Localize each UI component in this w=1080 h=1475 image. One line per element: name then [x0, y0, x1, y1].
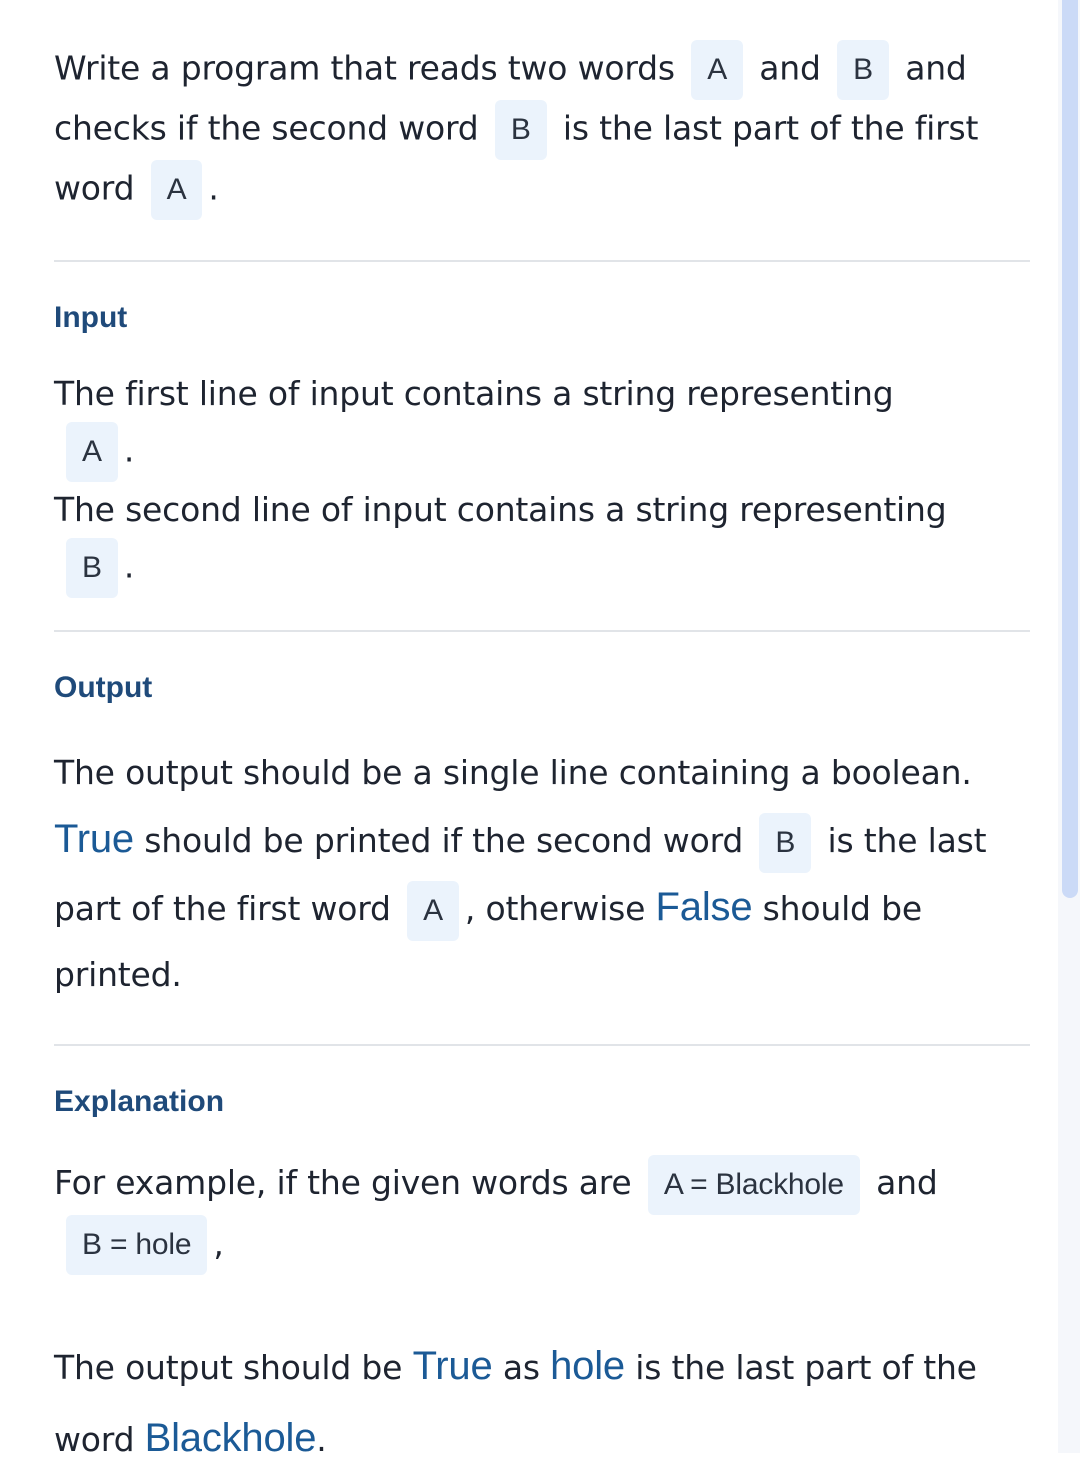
result-text-1: The output should be	[54, 1348, 413, 1387]
result-true: True	[412, 1344, 493, 1388]
output-text-2: should be printed if the second word	[133, 821, 754, 860]
output-paragraph: The output should be a single line conta…	[54, 740, 1030, 1008]
code-b-example: B = hole	[66, 1215, 208, 1275]
scrollbar-track[interactable]	[1058, 0, 1080, 1453]
code-a: A	[691, 40, 743, 100]
input-line-1-end: .	[123, 430, 135, 470]
output-text-1: The output should be a single line conta…	[54, 753, 972, 792]
intro-text-3: and checks if the second word	[54, 48, 967, 148]
intro-text-2: and	[749, 48, 832, 88]
output-text-4: , otherwise	[464, 889, 656, 928]
explanation-result: The output should be True as hole is the…	[54, 1331, 1030, 1475]
input-line-1-text: The first line of input contains a strin…	[54, 374, 894, 413]
input-heading: Input	[54, 301, 128, 334]
explanation-heading: Explanation	[54, 1085, 225, 1118]
output-text-5: should be printed.	[54, 889, 922, 994]
result-blackhole: Blackhole	[144, 1416, 317, 1460]
code-a: A	[66, 422, 118, 482]
result-text-2: as	[492, 1348, 551, 1387]
code-b: B	[837, 40, 889, 100]
code-a-example: A = Blackhole	[647, 1154, 860, 1215]
result-text-4: .	[316, 1420, 327, 1459]
section-divider	[54, 260, 1030, 262]
explanation-text-2: and	[865, 1163, 938, 1202]
input-line-1: The first line of input contains a strin…	[54, 366, 1030, 482]
section-divider	[54, 630, 1030, 632]
code-b: B	[759, 812, 812, 873]
section-divider	[54, 1044, 1030, 1046]
output-text-3: is the last part of the first word	[54, 821, 987, 928]
explanation-example: For example, if the given words are A = …	[54, 1154, 1030, 1275]
input-line-2: The second line of input contains a stri…	[54, 482, 1030, 598]
input-line-2-end: .	[123, 546, 135, 586]
code-b: B	[66, 538, 118, 598]
problem-statement: Write a program that reads two words A a…	[54, 0, 1030, 1475]
result-hole: hole	[550, 1344, 625, 1388]
explanation-text-3: ,	[213, 1223, 224, 1263]
intro-text-1: Write a program that reads two words	[54, 48, 686, 88]
explanation-text-1: For example, if the given words are	[54, 1163, 642, 1202]
intro-text-4: is the last part of the first word	[54, 108, 979, 208]
code-a: A	[150, 160, 203, 220]
code-a: A	[407, 880, 459, 941]
input-line-2-text: The second line of input contains a stri…	[54, 490, 947, 529]
output-heading: Output	[54, 671, 153, 704]
intro-paragraph: Write a program that reads two words A a…	[54, 0, 1030, 220]
true-keyword: True	[54, 817, 134, 861]
intro-text-5: .	[208, 168, 219, 208]
scrollbar-thumb[interactable]	[1062, 0, 1078, 898]
false-keyword: False	[655, 885, 753, 929]
code-b: B	[494, 100, 547, 160]
